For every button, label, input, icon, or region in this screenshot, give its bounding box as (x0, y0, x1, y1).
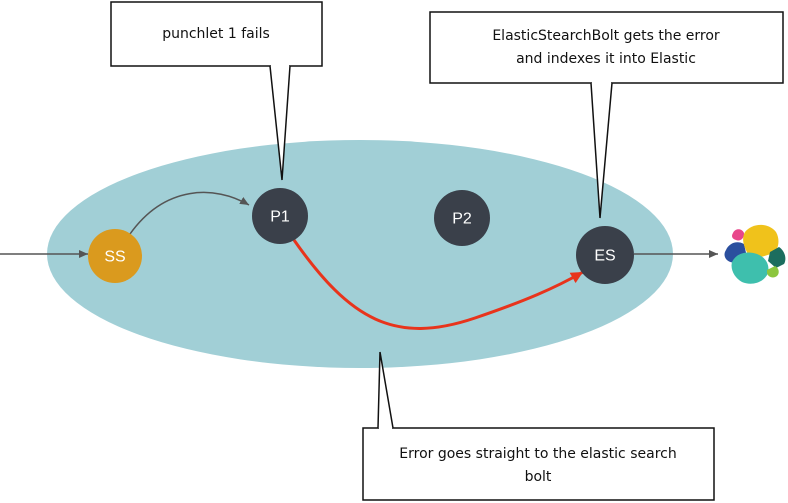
callout-es-indexes: ElasticStearchBolt gets the error and in… (429, 11, 784, 219)
edge-p1-to-es-error (292, 239, 584, 330)
elastic-logo-segment-lime (767, 266, 779, 278)
topology-cluster (47, 140, 673, 368)
callout-error-route-line1: Error goes straight to the elastic searc… (399, 446, 676, 462)
node-p2[interactable]: P2 (434, 190, 490, 246)
node-p2-label: P2 (452, 211, 472, 228)
elastic-logo-segment-teal (731, 252, 769, 284)
elastic-logo-segment-pink (732, 229, 745, 241)
elastic-logo-segment-green (768, 247, 786, 268)
callout-p1-fails-text: punchlet 1 fails (162, 26, 270, 42)
node-p1-label: P1 (270, 209, 290, 226)
node-p1-circle (252, 188, 308, 244)
callout-error-route-line2: bolt (525, 469, 552, 485)
node-es[interactable]: ES (576, 226, 634, 284)
edge-ss-to-p1 (129, 191, 250, 235)
callout-error-route: Error goes straight to the elastic searc… (362, 351, 715, 501)
elastic-logo-segment-yellow (743, 224, 779, 258)
elastic-logo-icon (724, 224, 786, 284)
node-es-label: ES (594, 248, 615, 265)
node-es-circle (576, 226, 634, 284)
node-ss-label: SS (104, 249, 125, 266)
node-ss[interactable]: SS (88, 229, 142, 283)
node-p1[interactable]: P1 (252, 188, 308, 244)
node-ss-circle (88, 229, 142, 283)
callout-p1-fails: punchlet 1 fails (110, 1, 323, 181)
callout-es-indexes-line2: and indexes it into Elastic (516, 51, 696, 67)
callout-es-indexes-line1: ElasticStearchBolt gets the error (492, 28, 720, 44)
node-p2-circle (434, 190, 490, 246)
